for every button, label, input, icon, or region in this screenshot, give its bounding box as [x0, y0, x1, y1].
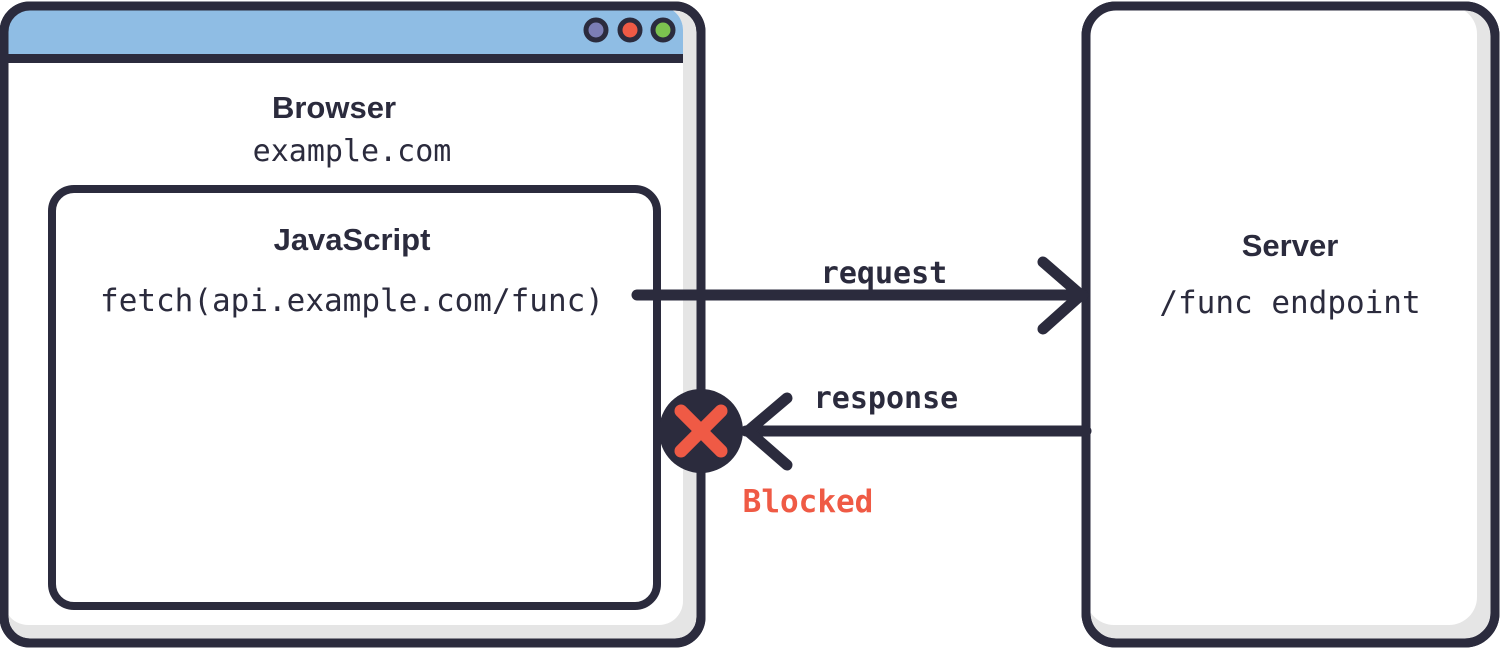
response-arrow-head: [739, 392, 793, 471]
window-controls[interactable]: [583, 17, 676, 43]
server-box-panel: [1086, 6, 1477, 625]
browser-title-bar: [4, 6, 683, 54]
request-arrow-head: [1037, 256, 1090, 335]
javascript-box: [48, 185, 661, 610]
window-dot-green-icon[interactable]: [650, 17, 676, 43]
blocked-label: Blocked: [743, 484, 874, 520]
server-box-border: [1081, 1, 1500, 648]
window-dot-purple-icon[interactable]: [583, 17, 609, 43]
javascript-box-title: JavaScript: [274, 222, 431, 257]
server-endpoint: /func endpoint: [1159, 285, 1420, 321]
request-arrow-label: request: [821, 256, 947, 291]
server-title: Server: [1242, 228, 1339, 263]
blocked-marker: Blocked: [659, 389, 873, 520]
javascript-box-code: fetch(api.example.com/func): [100, 283, 604, 319]
browser-title-separator: [4, 54, 683, 63]
browser-window-border: [0, 1, 706, 648]
x-mark-icon: [674, 404, 728, 458]
window-dot-red-icon[interactable]: [617, 17, 643, 43]
browser-url: example.com: [253, 134, 452, 169]
browser-title: Browser: [272, 90, 396, 125]
server-box: Server /func endpoint: [1081, 1, 1500, 648]
response-arrow: response: [739, 381, 1092, 471]
response-arrow-label: response: [814, 381, 959, 416]
browser-window: Browser example.com JavaScript fetch(api…: [0, 1, 706, 648]
request-arrow: request: [631, 256, 1090, 335]
